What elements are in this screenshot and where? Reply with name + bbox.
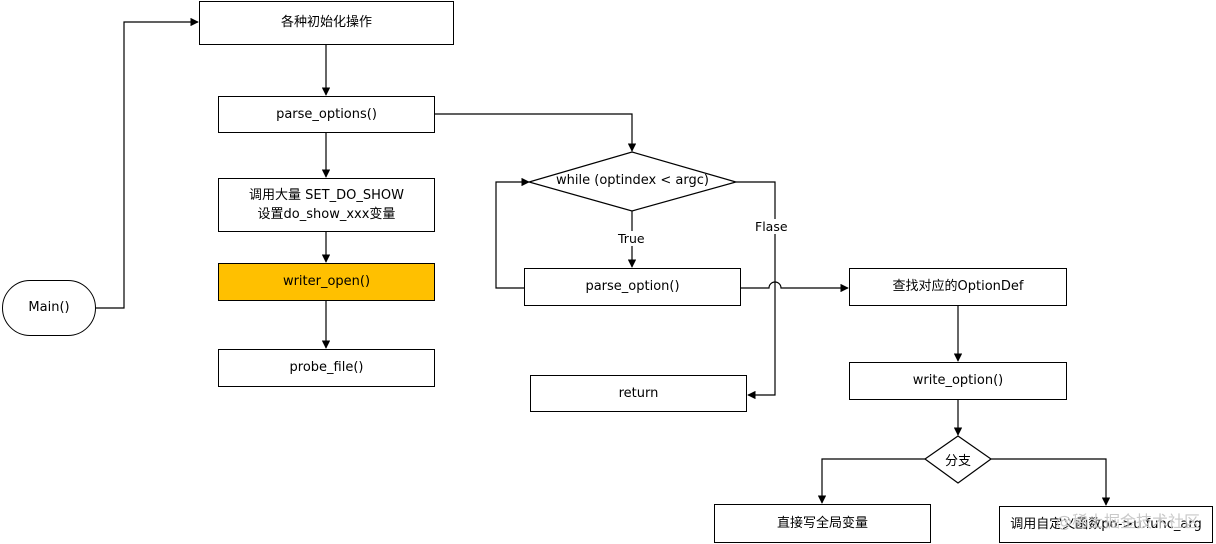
parse-option-node: parse_option()	[524, 268, 741, 306]
edge-while-false	[736, 181, 776, 400]
main-label: Main()	[28, 300, 70, 316]
return-node: return	[530, 375, 747, 412]
write-global-node: 直接写全局变量	[714, 504, 931, 543]
while-condition-label: while (optindex < argc)	[556, 173, 709, 188]
branch-diamond-shape	[923, 435, 993, 484]
parse-option-label: parse_option()	[585, 279, 680, 295]
edge-branch-to-call-func	[991, 458, 1111, 506]
parse-options-label: parse_options()	[276, 106, 377, 122]
edge-parse-option-to-find	[741, 281, 849, 293]
edge-branch-to-write-global	[817, 458, 925, 504]
set-do-show-node: 调用大量 SET_DO_SHOW 设置do_show_xxx变量	[218, 178, 435, 232]
find-optiondef-label: 查找对应的OptionDef	[892, 279, 1024, 295]
return-label: return	[618, 385, 659, 401]
parse-options-node: parse_options()	[218, 96, 435, 133]
write-option-node: write_option()	[849, 362, 1067, 400]
watermark: @稀土掘金技术社区	[1055, 512, 1200, 531]
while-diamond-shape	[526, 151, 739, 212]
writer-open-label: writer_open()	[282, 274, 371, 290]
init-label: 各种初始化操作	[280, 15, 372, 31]
edge-main-to-init	[96, 17, 199, 309]
find-optiondef-node: 查找对应的OptionDef	[849, 268, 1067, 306]
false-label: Flase	[753, 219, 790, 234]
write-option-label: write_option()	[912, 373, 1004, 389]
probe-file-label: probe_file()	[289, 360, 364, 376]
edge-parse-options-to-while	[435, 113, 637, 152]
writer-open-node: writer_open()	[218, 263, 435, 301]
set-do-show-line2: 设置do_show_xxx变量	[257, 207, 396, 222]
true-label: True	[616, 231, 647, 246]
branch-label: 分支	[944, 454, 971, 469]
call-func-label: 调用自定义函数po->u.func_arg	[1010, 516, 1202, 532]
call-func-node: 调用自定义函数po->u.func_arg	[999, 506, 1213, 543]
write-global-label: 直接写全局变量	[776, 515, 868, 531]
probe-file-node: probe_file()	[218, 349, 435, 387]
main-node: Main()	[2, 280, 96, 336]
init-node: 各种初始化操作	[199, 1, 454, 45]
set-do-show-line1: 调用大量 SET_DO_SHOW	[249, 187, 404, 203]
edge-loop-back	[495, 177, 530, 289]
